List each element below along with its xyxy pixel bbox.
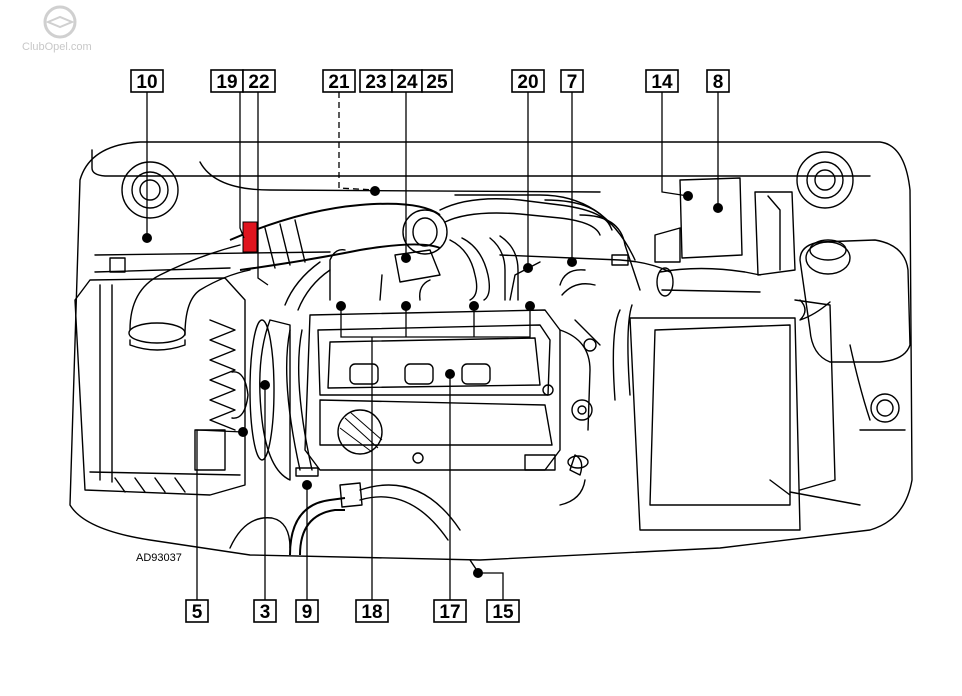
svg-text:7: 7 [567,72,578,93]
svg-text:8: 8 [713,72,724,93]
highlighted-sensor [242,221,258,253]
leader-lines [142,92,723,600]
engine-bay-drawing [69,141,913,576]
callout-24: 24 [391,69,423,93]
callout-22: 22 [242,69,276,93]
callout-9: 9 [295,599,319,623]
callout-10: 10 [130,69,164,93]
callout-15: 15 [486,599,520,623]
svg-text:14: 14 [651,72,673,93]
callout-5: 5 [185,599,209,623]
figure-reference: AD93037 [136,552,182,564]
svg-text:19: 19 [216,72,237,93]
callout-23: 23 [359,69,393,93]
svg-text:9: 9 [302,602,313,623]
svg-text:24: 24 [396,72,418,93]
callouts-bottom: 5 3 9 18 17 15 [185,599,520,623]
svg-text:25: 25 [426,72,448,93]
callouts-top: 10 19 22 21 23 24 25 20 [130,69,730,93]
svg-text:15: 15 [492,602,514,623]
callout-14: 14 [645,69,679,93]
callout-21: 21 [322,69,356,93]
watermark-logo: ClubOpel.com [22,5,92,53]
callout-20: 20 [511,69,545,93]
callout-18: 18 [355,599,389,623]
callout-17: 17 [433,599,467,623]
svg-text:21: 21 [328,72,350,93]
svg-text:5: 5 [192,602,203,623]
svg-text:3: 3 [260,602,271,623]
svg-text:10: 10 [136,72,157,93]
svg-text:23: 23 [365,72,386,93]
svg-text:22: 22 [248,72,269,93]
callout-7: 7 [560,69,584,93]
svg-text:17: 17 [439,602,460,623]
watermark-text: ClubOpel.com [22,41,92,53]
callout-8: 8 [706,69,730,93]
callout-19: 19 [210,69,244,93]
svg-text:18: 18 [361,602,382,623]
callout-3: 3 [253,599,277,623]
callout-25: 25 [421,69,453,93]
svg-text:20: 20 [517,72,538,93]
